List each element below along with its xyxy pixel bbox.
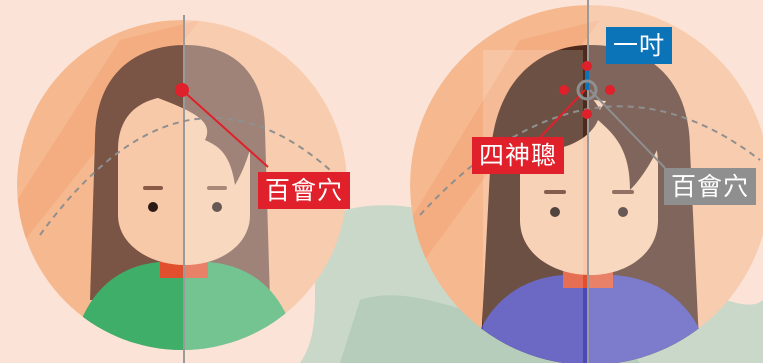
one-cun-label: 一吋 xyxy=(606,27,673,64)
sishencong-point-back xyxy=(582,109,592,119)
right-baihui-point xyxy=(576,79,598,101)
sishencong-point-right xyxy=(605,85,615,95)
left-baihui-label: 百會穴 xyxy=(258,172,351,209)
left-baihui-point xyxy=(175,83,189,97)
right-baihui-pointer-line xyxy=(589,89,666,169)
left-ear-line xyxy=(39,117,331,236)
sishencong-label: 四神聰 xyxy=(472,137,565,174)
left-pointer-line xyxy=(181,89,269,168)
sishencong-point-front xyxy=(582,61,592,71)
sishencong-point-left xyxy=(559,85,569,95)
right-ear-line xyxy=(419,105,761,216)
right-baihui-label: 百會穴 xyxy=(664,168,757,205)
